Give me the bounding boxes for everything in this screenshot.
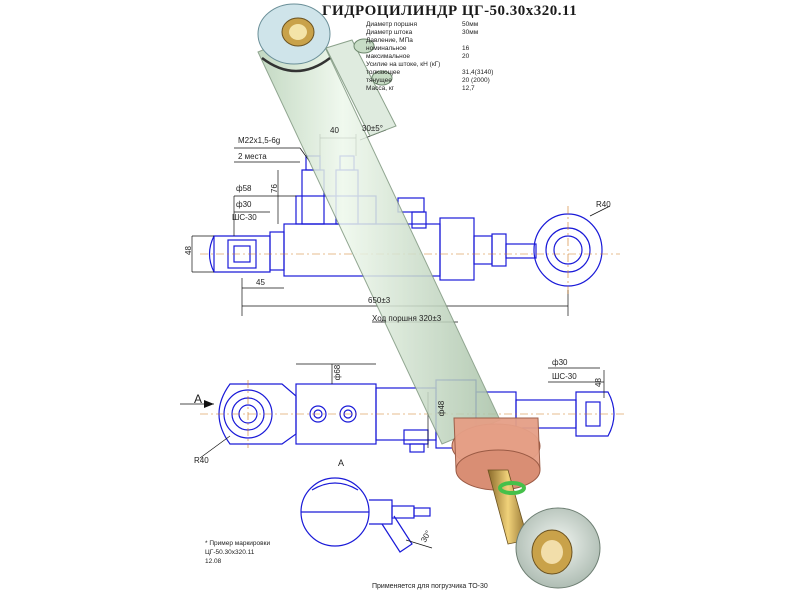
dim-48a: 48 <box>183 246 193 255</box>
spec-label: Диаметр штока <box>366 29 413 36</box>
spec-row: максимальное 20 <box>366 53 536 61</box>
dim-48c: ф48 <box>437 400 447 417</box>
spec-row: толкающее 31,4(3140) <box>366 69 536 77</box>
left-eye-body <box>213 235 271 273</box>
dim-45: 45 <box>256 278 265 287</box>
section-a-label: A <box>338 458 345 468</box>
dim-68: ф68 <box>333 364 343 381</box>
dim-48b: 48 <box>593 378 603 387</box>
right-eye-top <box>575 391 615 437</box>
dim-shs30a: ШС-30 <box>232 213 257 222</box>
spec-row: Диаметр поршня 50мм <box>366 21 536 29</box>
spec-label: максимальное <box>366 53 410 60</box>
spec-value: 50мм <box>462 21 479 28</box>
dim-shs30b: ШС-30 <box>552 372 577 381</box>
dim-r40a: R40 <box>596 200 611 209</box>
spec-label: тянущее <box>366 77 392 84</box>
spec-value: 31,4(3140) <box>462 69 494 76</box>
spec-label: номинальное <box>366 45 407 52</box>
dim-r40b: R40 <box>194 456 209 465</box>
spec-row: номинальное 16 <box>366 45 536 53</box>
dim-angle: 30±5° <box>362 124 383 133</box>
marking-note-line1: * Пример маркировки <box>205 540 271 547</box>
seal-ring-3d <box>498 481 526 495</box>
dim-58: ф58 <box>236 184 252 193</box>
cylinder-3d-render <box>257 3 601 589</box>
spec-row: Масса, кг 12,7 <box>366 85 536 93</box>
arrowheads <box>204 400 214 408</box>
footer-caption: Применяется для погрузчика ТО-30 <box>372 583 488 590</box>
spec-value: 12,7 <box>462 85 475 92</box>
spec-value: 20 <box>462 53 470 60</box>
section-a-detail <box>300 477 431 553</box>
spec-row: Усилие на штоке, кН (кГ) <box>366 61 536 69</box>
view-a-arrow <box>204 400 214 408</box>
spec-label: Усилие на штоке, кН (кГ) <box>366 61 441 68</box>
dim-places: 2 места <box>238 152 267 161</box>
hydraulic-fittings-3d <box>325 38 397 137</box>
dim-650: 650±3 <box>368 296 391 305</box>
marking-note-line2: ЦГ-50.30х320.11 <box>205 549 255 556</box>
dim-stroke: Ход поршня 320±3 <box>372 314 442 323</box>
spec-row: Диаметр штока 30мм <box>366 29 536 37</box>
dim-40: 40 <box>330 126 339 135</box>
spec-label: Диаметр поршня <box>366 21 417 28</box>
spec-label: толкающее <box>366 69 401 76</box>
spec-value: 30мм <box>462 29 479 36</box>
spec-value: 20 (2000) <box>462 77 490 84</box>
dim-30a: ф30 <box>236 200 252 209</box>
spec-label: Давление, МПа <box>366 37 413 44</box>
spec-label: Масса, кг <box>366 85 395 92</box>
dim-thread: M22x1,5-6g <box>238 136 281 145</box>
dim-76: 76 <box>269 184 279 193</box>
spec-value: 16 <box>462 45 470 52</box>
dim-30b: ф30 <box>552 358 568 367</box>
marking-note-line3: 12.08 <box>205 558 222 565</box>
spec-row: тянущее 20 (2000) <box>366 77 536 85</box>
view-a-label: A <box>194 392 203 406</box>
drawing-title: ГИДРОЦИЛИНДР ЦГ-50.30х320.11 <box>322 3 578 19</box>
spec-row: Давление, МПа <box>366 37 536 45</box>
